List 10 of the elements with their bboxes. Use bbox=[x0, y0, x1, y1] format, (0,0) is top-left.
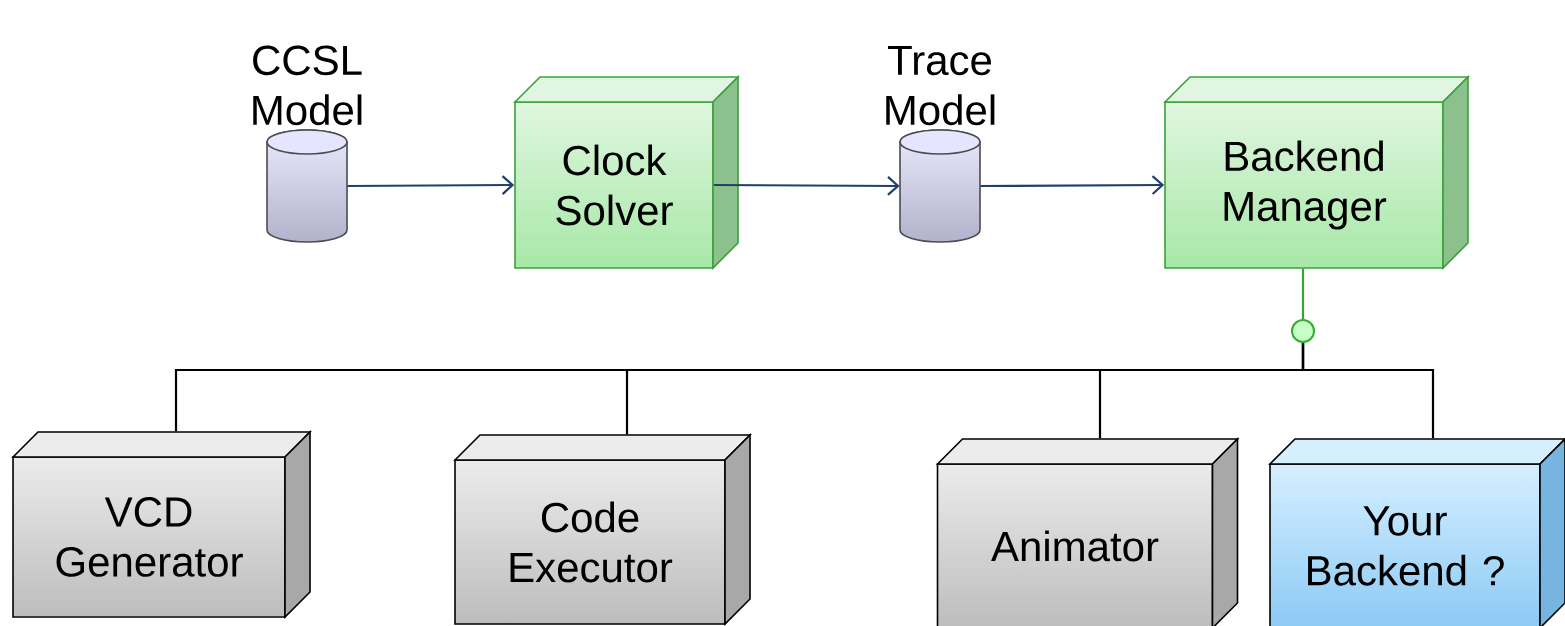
connector-line bbox=[1301, 343, 1435, 439]
node-label: CCSL Model bbox=[253, 45, 362, 126]
arrow bbox=[347, 175, 515, 195]
node-label: Trace Model bbox=[886, 45, 995, 126]
arrow bbox=[980, 175, 1165, 195]
connector-line bbox=[1301, 268, 1305, 319]
database-cylinder: Trace Model bbox=[886, 45, 995, 243]
arrow bbox=[713, 176, 900, 196]
interface-circle bbox=[1291, 319, 1315, 343]
database-cylinder: CCSL Model bbox=[253, 45, 362, 243]
